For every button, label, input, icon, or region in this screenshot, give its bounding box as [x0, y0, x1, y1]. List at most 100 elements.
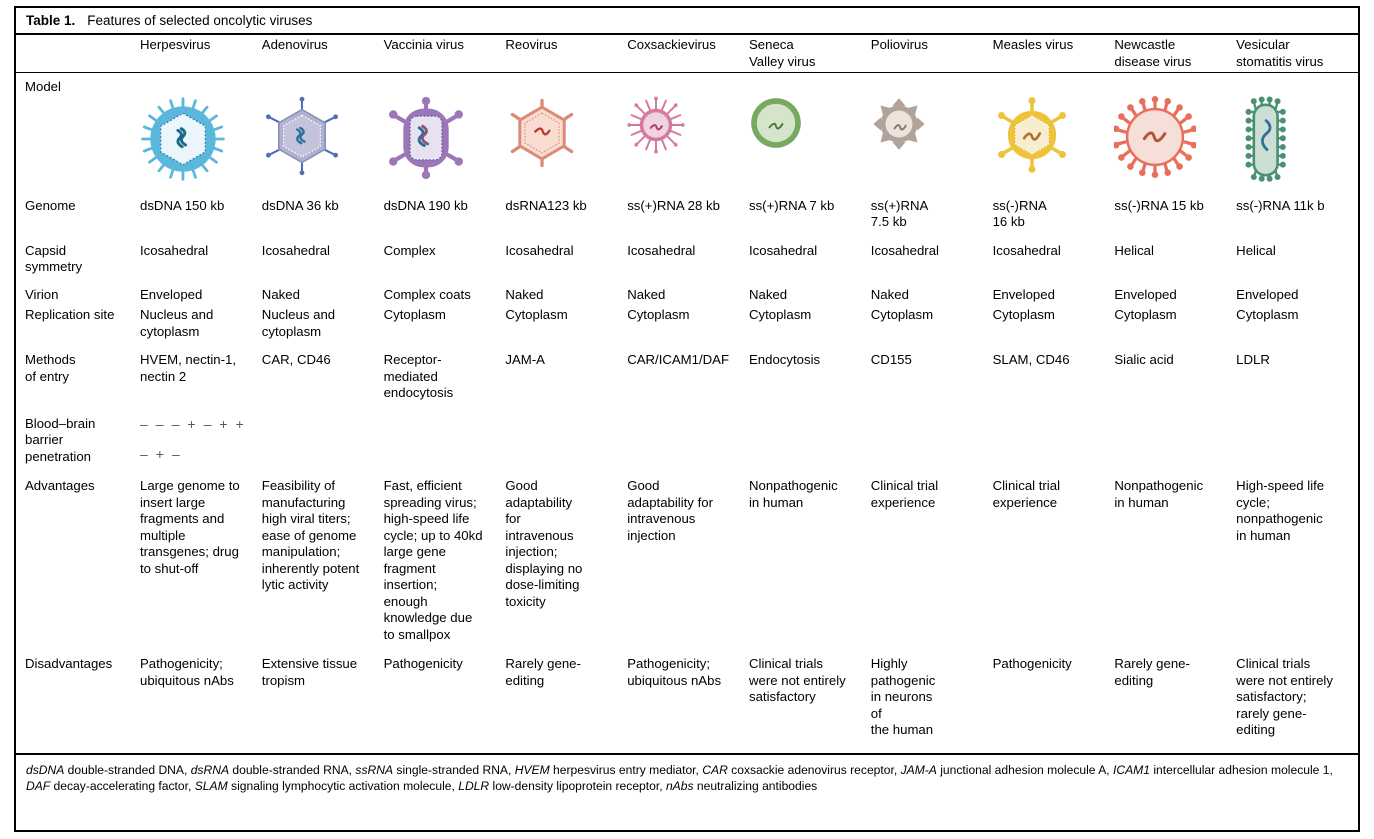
footnote-divider [16, 752, 1358, 755]
cell-icon-herpesvirus [140, 96, 262, 190]
column-header-coxsackie: Coxsackievirus [627, 35, 749, 73]
column-header-vaccinia: Vaccinia virus [383, 35, 506, 73]
cell-icon-vaccinia [384, 96, 506, 190]
cell-genome-poliovirus: ss(+)RNA 7.5 kb [870, 197, 929, 230]
table-row-model-icons [16, 95, 1358, 190]
cell-genome-vaccinia: dsDNA 190 kb [383, 197, 468, 213]
cell-disadvantages-poliovirus: Highly pathogenic in neurons of the huma… [870, 656, 936, 737]
footnote-term: DAF [26, 779, 51, 793]
cell-icon-newcastle [1114, 95, 1236, 190]
cell-methods-reovirus: JAM-A [505, 352, 545, 367]
column-header-adenovirus: Adenovirus [261, 35, 384, 73]
cell-virion-poliovirus: Naked [870, 286, 909, 302]
footnote-definition: herpesvirus entry mediator, [549, 762, 703, 777]
cell-replication-herpesvirus: Nucleus and cytoplasm [140, 307, 214, 339]
cell-disadvantages-coxsackie: Pathogenicity; ubiquitous nAbs [627, 656, 722, 688]
footnote-definition: signaling lymphocytic activation molecul… [227, 779, 459, 793]
cell-virion-herpesvirus: Enveloped [140, 286, 203, 302]
column-header-reovirus: Reovirus [505, 35, 628, 73]
row-label-disadvantages: Disadvantages [25, 656, 113, 671]
table-row-genome: Genome dsDNA 150 kb dsDNA 36 kb dsDNA 19… [16, 190, 1358, 233]
coxsackievirus-icon [627, 95, 685, 154]
cell-replication-seneca: Cytoplasm [748, 307, 812, 322]
cell-bbb-measles: – [140, 446, 148, 462]
footnote-definition: neutralizing antibodies [693, 779, 818, 793]
column-header-herpesvirus: Herpesvirus [140, 35, 262, 73]
cell-capsid-poliovirus: Icosahedral [870, 242, 939, 258]
footnote-definition: double-stranded RNA, [229, 762, 356, 777]
cell-genome-measles: ss(-)RNA 16 kb [992, 197, 1047, 230]
cell-advantages-poliovirus: Clinical trial experience [870, 478, 939, 510]
cell-bbb-reovirus: + [187, 415, 196, 432]
cell-advantages-newcastle: Nonpathogenic in human [1114, 478, 1204, 510]
cell-genome-reovirus: dsRNA123 kb [505, 197, 587, 213]
cell-capsid-vaccinia: Complex [383, 242, 436, 258]
cell-methods-herpesvirus: HVEM, nectin-1, nectin 2 [140, 352, 237, 384]
row-label-advantages: Advantages [25, 478, 95, 493]
cell-virion-newcastle: Enveloped [1114, 286, 1177, 302]
cell-bbb-seneca: + [219, 415, 228, 432]
cell-disadvantages-vaccinia: Pathogenicity [383, 656, 463, 671]
footnote-definition: single-stranded RNA, [393, 762, 515, 777]
footnote-term: dsDNA [26, 762, 65, 777]
cell-methods-measles: SLAM, CD46 [992, 352, 1070, 367]
column-header-measles: Measles virus [992, 35, 1115, 73]
header-corner-blank [16, 35, 140, 73]
cell-virion-vsv: Enveloped [1236, 286, 1299, 302]
cell-disadvantages-reovirus: Rarely gene- editing [505, 656, 581, 688]
row-label-bbb-penetration: Blood–brain barrier penetration [25, 415, 96, 464]
cell-replication-coxsackie: Cytoplasm [627, 307, 690, 322]
table-row-bbb-penetration: Blood–brain barrier penetration – – – + … [16, 404, 1358, 468]
cell-replication-adenovirus: Nucleus and cytoplasm [261, 307, 336, 339]
cell-capsid-seneca: Icosahedral [748, 242, 818, 258]
cell-methods-newcastle: Sialic acid [1114, 352, 1174, 367]
table-body: Model [16, 73, 1358, 753]
adenovirus-icon [265, 96, 338, 175]
cell-genome-seneca: ss(+)RNA 7 kb [748, 197, 835, 213]
cell-bbb-newcastle: + [155, 446, 164, 462]
cell-replication-reovirus: Cytoplasm [505, 307, 568, 322]
cell-advantages-herpesvirus: Large genome to insert large fragments a… [140, 478, 240, 576]
cell-virion-seneca: Naked [748, 286, 788, 302]
footnote-term: HVEM [514, 762, 550, 777]
row-label-methods-of-entry: Methods of entry [25, 352, 76, 384]
cell-genome-newcastle: ss(-)RNA 15 kb [1114, 197, 1204, 213]
cell-bbb-herpesvirus: – [140, 415, 148, 432]
cell-virion-adenovirus: Naked [261, 286, 300, 302]
column-header-newcastle: Newcastle disease virus [1114, 35, 1237, 73]
cell-methods-poliovirus: CD155 [870, 352, 912, 367]
footnote-definition: decay-accelerating factor, [50, 779, 195, 793]
cell-bbb-coxsackie: – [203, 415, 212, 432]
cell-replication-vsv: Cytoplasm [1236, 307, 1299, 322]
table-caption: Table 1. Features of selected oncolytic … [16, 8, 1358, 35]
cell-capsid-measles: Icosahedral [992, 242, 1061, 258]
row-label-capsid-symmetry: Capsid symmetry [25, 242, 83, 275]
cell-icon-vsv [1236, 96, 1358, 190]
newcastle-disease-virus-icon [1114, 95, 1197, 178]
table-head: Herpesvirus Adenovirus Vaccinia virus Re… [16, 35, 1358, 73]
row-label-genome: Genome [25, 197, 76, 213]
cell-icon-poliovirus [871, 96, 993, 190]
features-table: Herpesvirus Adenovirus Vaccinia virus Re… [16, 35, 1358, 753]
table-row-virion: Virion Enveloped Naked Complex coats Nak… [16, 278, 1358, 306]
poliovirus-icon [873, 97, 925, 150]
header-row: Herpesvirus Adenovirus Vaccinia virus Re… [16, 35, 1358, 73]
row-label-replication-site: Replication site [25, 307, 115, 322]
footnote-term: ssRNA [355, 762, 394, 777]
cell-advantages-coxsackie: Good adaptability for intravenous inject… [627, 478, 713, 543]
herpesvirus-icon [141, 96, 225, 181]
vesicular-stomatitis-virus-icon [1245, 96, 1287, 182]
footnote-term: ICAM1 [1113, 762, 1150, 777]
cell-genome-adenovirus: dsDNA 36 kb [261, 197, 339, 213]
column-header-seneca: Seneca Valley virus [748, 35, 871, 73]
table-row-replication-site: Replication site Nucleus and cytoplasm N… [16, 305, 1358, 342]
cell-capsid-coxsackie: Icosahedral [627, 242, 696, 258]
table-caption-label: Table 1. [26, 13, 76, 28]
cell-genome-coxsackie: ss(+)RNA 28 kb [627, 197, 720, 213]
footnote-term: dsRNA [190, 762, 230, 777]
row-label-virion: Virion [25, 286, 59, 302]
table-row-methods-of-entry: Methods of entry HVEM, nectin-1, nectin … [16, 342, 1358, 404]
cell-disadvantages-herpesvirus: Pathogenicity; ubiquitous nAbs [140, 656, 234, 688]
cell-disadvantages-measles: Pathogenicity [992, 656, 1072, 671]
cell-disadvantages-adenovirus: Extensive tissue tropism [261, 656, 358, 688]
